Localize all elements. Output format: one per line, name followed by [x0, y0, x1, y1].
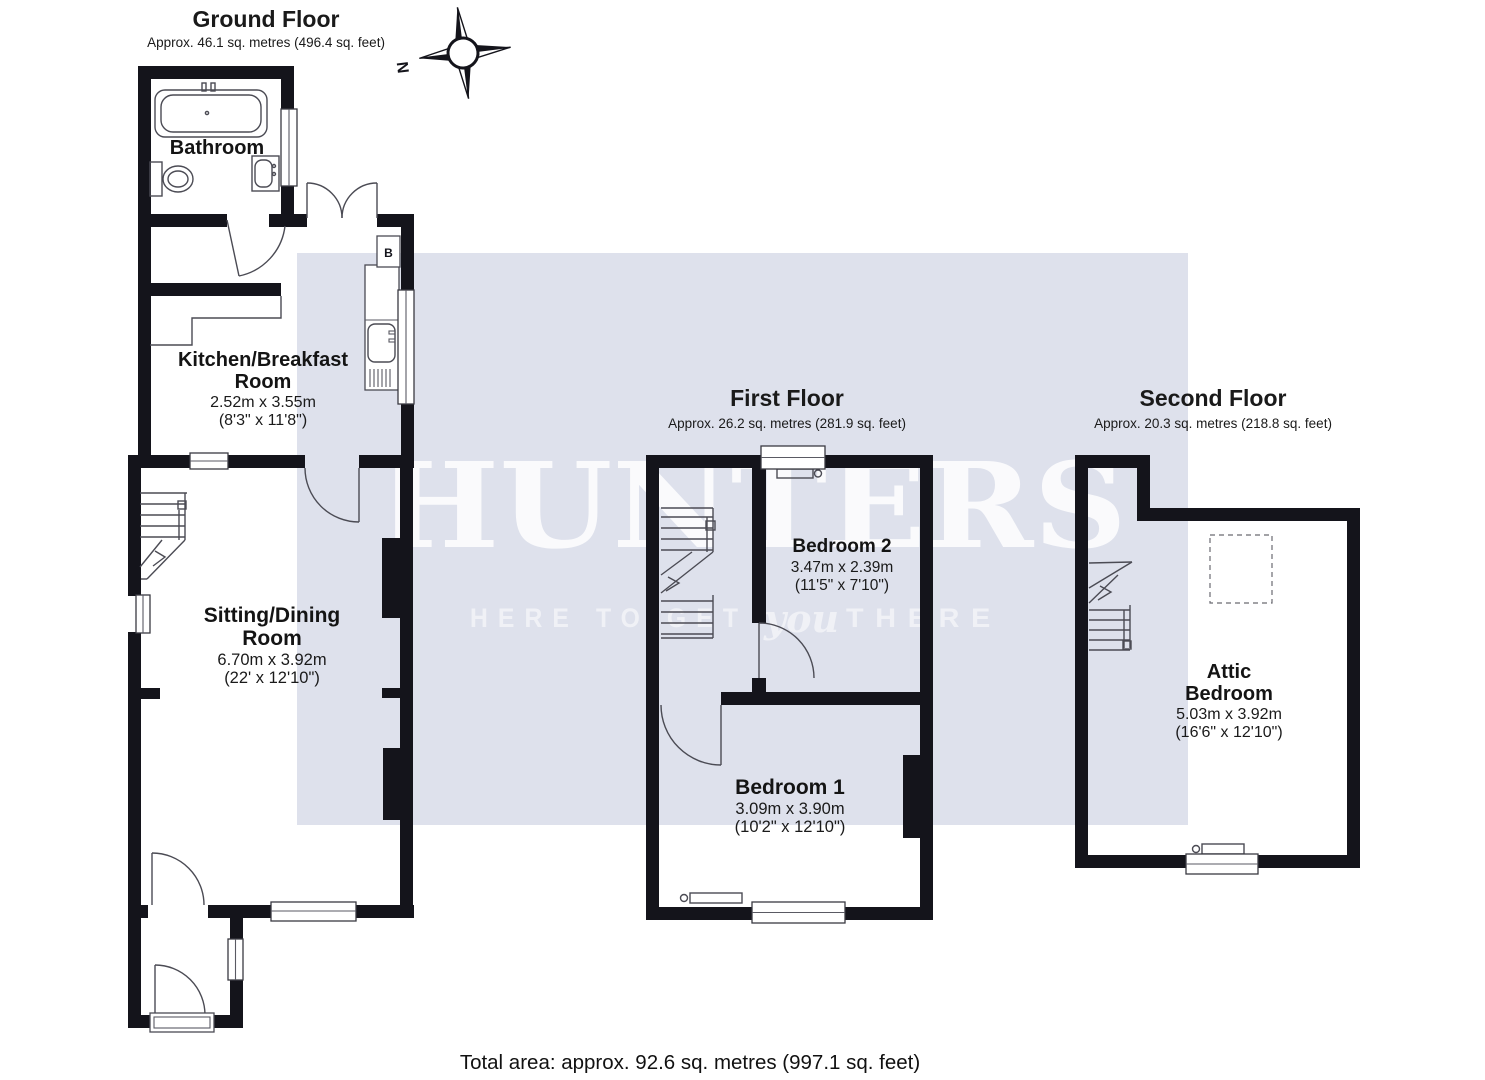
window-icon: [751, 445, 846, 924]
sitting-label-line1: Sitting/Dining: [204, 604, 340, 627]
ground-floor-subtitle: Approx. 46.1 sq. metres (496.4 sq. feet): [147, 35, 385, 50]
second-floor-walls: [1075, 455, 1360, 868]
bedroom2-dims-metric: 3.47m x 2.39m: [791, 559, 894, 576]
bath-icon: [154, 82, 268, 138]
boiler-box: B: [376, 235, 401, 268]
watermark: HUNTERS HERE TO GET you THERE: [297, 253, 1188, 825]
kitchen-dims-metric: 2.52m x 3.55m: [210, 394, 316, 411]
watermark-tagline: HERE TO GET you THERE: [470, 596, 1002, 641]
bedroom1-label: Bedroom 1: [735, 776, 845, 799]
door-threshold: [149, 1012, 215, 1033]
entrance-door-icon: [149, 964, 215, 1033]
sitting-label-line2: Room: [242, 627, 302, 650]
bedroom2-label: Bedroom 2: [792, 536, 891, 557]
boiler-label: B: [384, 246, 393, 260]
compass-north-label: N: [395, 61, 413, 75]
second-floor-plan: Second Floor Approx. 20.3 sq. metres (21…: [1075, 385, 1360, 875]
skylight-dashed-outline: [1209, 534, 1273, 604]
attic-label-line2: Bedroom: [1185, 683, 1273, 705]
bedroom1-dims-imperial: (10'2" x 12'10"): [735, 818, 846, 836]
sitting-dims-imperial: (22' x 12'10"): [224, 669, 320, 687]
kitchen-door-icon: [304, 467, 360, 523]
second-floor-subtitle: Approx. 20.3 sq. metres (218.8 sq. feet): [1094, 416, 1332, 431]
compass-icon: N: [395, 7, 511, 99]
first-floor-stairs-icon: [660, 507, 716, 639]
ground-floor-walls: [128, 66, 414, 1028]
ground-floor-plan: B Ground Floor Approx. 46.1 sq. metres (…: [128, 6, 415, 1033]
ground-stairs-icon: [139, 492, 187, 580]
basin-icon: [251, 155, 280, 192]
kitchen-label-line2: Room: [235, 371, 292, 393]
window-icon: [1185, 853, 1259, 875]
kitchen-sink-icon: [364, 264, 400, 391]
bathroom-door-icon: [226, 219, 286, 277]
bedroom2-dims-imperial: (11'5" x 7'10"): [795, 577, 889, 594]
first-floor-plan: First Floor Approx. 26.2 sq. metres (281…: [646, 385, 933, 924]
window-icon: [135, 108, 415, 981]
first-floor-title: First Floor: [730, 385, 844, 411]
second-floor-stairs-icon: [1088, 561, 1133, 651]
kitchen-dims-imperial: (8'3" x 11'8"): [219, 412, 307, 429]
second-floor-title: Second Floor: [1140, 385, 1287, 411]
bedroom2-door-icon: [758, 622, 815, 679]
first-floor-walls: [646, 455, 933, 920]
bedroom1-dims-metric: 3.09m x 3.90m: [735, 800, 844, 818]
first-floor-subtitle: Approx. 26.2 sq. metres (281.9 sq. feet): [668, 416, 906, 431]
attic-dims-imperial: (16'6" x 12'10"): [1175, 724, 1282, 741]
toilet-icon: [149, 161, 194, 197]
ground-floor-title: Ground Floor: [193, 6, 340, 32]
bedroom1-door-icon: [660, 704, 722, 766]
step-icon: [150, 296, 282, 346]
total-area-text: Total area: approx. 92.6 sq. metres (997…: [460, 1051, 920, 1074]
kitchen-label-line1: Kitchen/Breakfast: [178, 349, 348, 371]
sitting-dims-metric: 6.70m x 3.92m: [217, 651, 326, 669]
french-doors-icon: [306, 182, 378, 219]
watermark-panel: [297, 253, 1188, 825]
attic-dims-metric: 5.03m x 3.92m: [1176, 706, 1282, 723]
sitting-room-door-icon: [151, 852, 205, 906]
bathroom-label: Bathroom: [170, 137, 264, 159]
radiator-icon: [1191, 843, 1245, 855]
attic-label-line1: Attic: [1207, 661, 1251, 683]
